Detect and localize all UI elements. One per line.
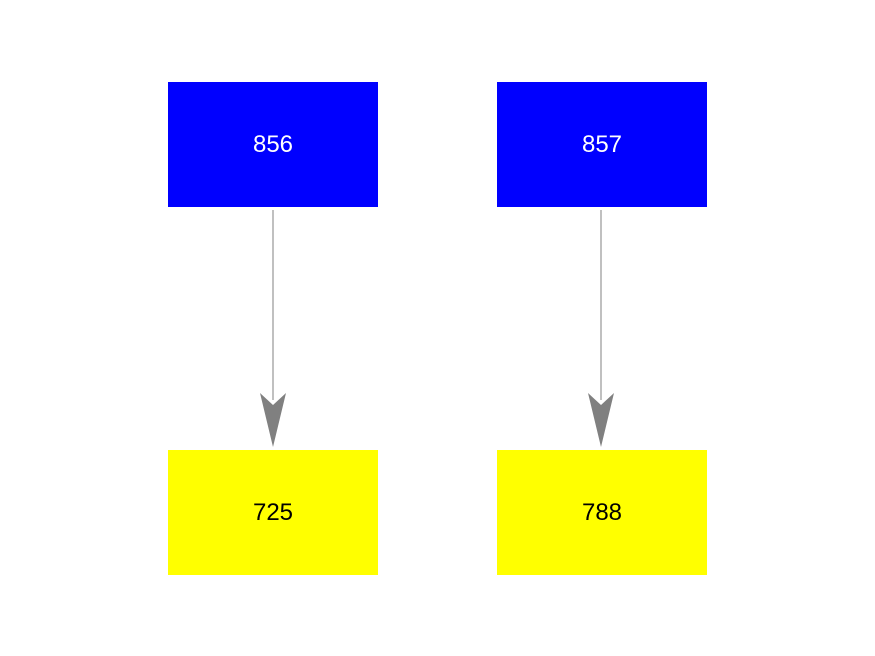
node-857[interactable]: 857 — [497, 82, 707, 207]
node-label: 856 — [252, 130, 294, 158]
edge-856-725 — [260, 210, 286, 447]
edge-857-788 — [588, 210, 614, 447]
node-856[interactable]: 856 — [168, 82, 378, 207]
node-label: 725 — [252, 498, 294, 526]
node-label: 788 — [581, 498, 623, 526]
node-788[interactable]: 788 — [497, 450, 707, 575]
node-725[interactable]: 725 — [168, 450, 378, 575]
node-label: 857 — [581, 130, 623, 158]
